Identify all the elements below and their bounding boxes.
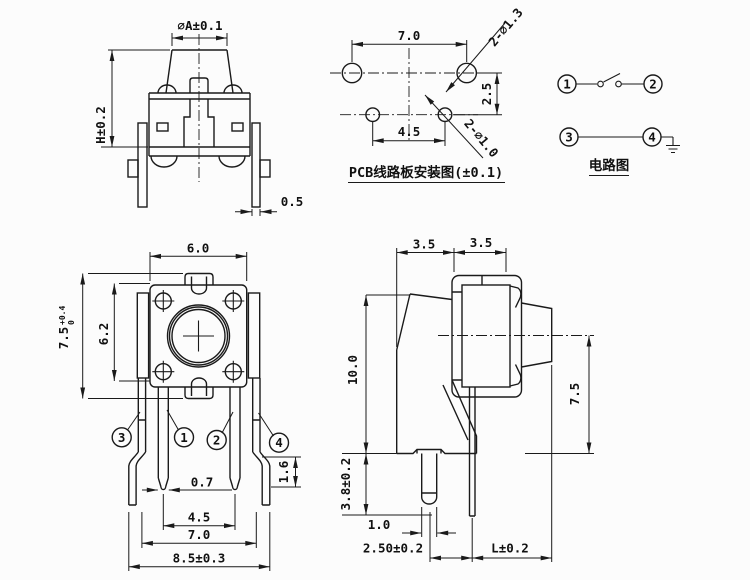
mount-hole-small-left [365, 107, 381, 123]
top-view: 3 1 2 4 6.0 6.2 7.5 +0.4 0 0.7 4.5 [56, 241, 301, 571]
mount-hole-small-right [437, 107, 453, 123]
dim-bracket-thickness: 0.5 [281, 194, 304, 209]
dim-leg-pitch: 2.50±0.2 [363, 541, 423, 556]
svg-text:7.5: 7.5 [56, 327, 71, 350]
dim-hole-pitch-inner: 4.5 [398, 124, 421, 139]
circuit-diagram-view: 1 2 3 4 电路图 [557, 73, 680, 176]
label-holes-small: 2-⌀1.0 [461, 116, 502, 160]
pin-badge-3: 3 [118, 430, 126, 445]
mount-hole-large-left [341, 62, 363, 84]
circuit-pin-1: 1 [563, 77, 571, 92]
circuit-view-caption: 电路图 [589, 157, 630, 174]
mounting-bracket [396, 293, 478, 505]
circuit-pin-2: 2 [649, 77, 657, 92]
rear-pin [468, 387, 476, 517]
dim-hole-pitch-x: 7.0 [398, 28, 421, 43]
svg-text:+0.4: +0.4 [58, 306, 67, 325]
pin-badge-4: 4 [275, 435, 283, 450]
corner-rivets [152, 290, 245, 383]
dim-pin-width: 0.7 [191, 475, 214, 490]
side-view: 3.5 3.5 10.0 3.8±0.2 1.0 2.50±0.2 L±0.2 … [338, 235, 594, 562]
dim-actuator-height: 7.5 [567, 383, 582, 406]
dim-pitch-inner: 4.5 [188, 510, 211, 525]
pin-badge-2: 2 [213, 433, 221, 448]
dim-pitch-outer: 7.0 [188, 527, 211, 542]
dim-height: H±0.2 [93, 106, 108, 144]
svg-text:0: 0 [67, 320, 76, 325]
switch-contact-right [615, 80, 622, 88]
dim-overall-width: 8.5±0.3 [173, 551, 226, 566]
dim-hole-pitch-y: 2.5 [479, 83, 494, 106]
pin-badge-1: 1 [180, 430, 188, 445]
front-view: ⌀A±0.1 H±0.2 0.5 [93, 18, 303, 216]
dim-cap-diameter: ⌀A±0.1 [177, 18, 222, 33]
switch-lever [603, 73, 621, 83]
label-holes-large: 2-⌀1.3 [485, 5, 526, 49]
dim-body-height-tol: 7.5 +0.4 0 [56, 306, 76, 350]
dim-total-height: 10.0 [345, 355, 360, 385]
pcb-view-caption: PCB线路板安装图(±0.1) [349, 164, 503, 181]
dim-leg-width: 1.0 [368, 517, 391, 532]
actuator-button-outline [166, 304, 231, 368]
mount-hole-large-right [456, 62, 478, 84]
ground-symbol [661, 136, 680, 154]
circuit-pin-4: 4 [648, 130, 656, 145]
switch-contact-left [597, 80, 604, 88]
dim-seat-height: 3.8±0.2 [338, 458, 353, 511]
dim-top-right: 3.5 [470, 235, 493, 250]
switch-body-side [451, 274, 523, 398]
pin-badges: 3 1 2 4 [111, 409, 290, 453]
dim-bend-length: 1.6 [276, 461, 291, 484]
dim-inner-height: 6.2 [96, 323, 111, 346]
dim-body-width: 6.0 [187, 241, 210, 256]
dim-top-left: 3.5 [413, 237, 436, 252]
actuator-stem-side [521, 302, 553, 368]
circuit-pin-3: 3 [565, 130, 573, 145]
pcb-layout-view: 7.0 2.5 4.5 2-⌀1.3 2-⌀1.0 PCB线路板安装图(±0.1… [330, 5, 526, 183]
dim-pin-length: L±0.2 [491, 541, 529, 556]
